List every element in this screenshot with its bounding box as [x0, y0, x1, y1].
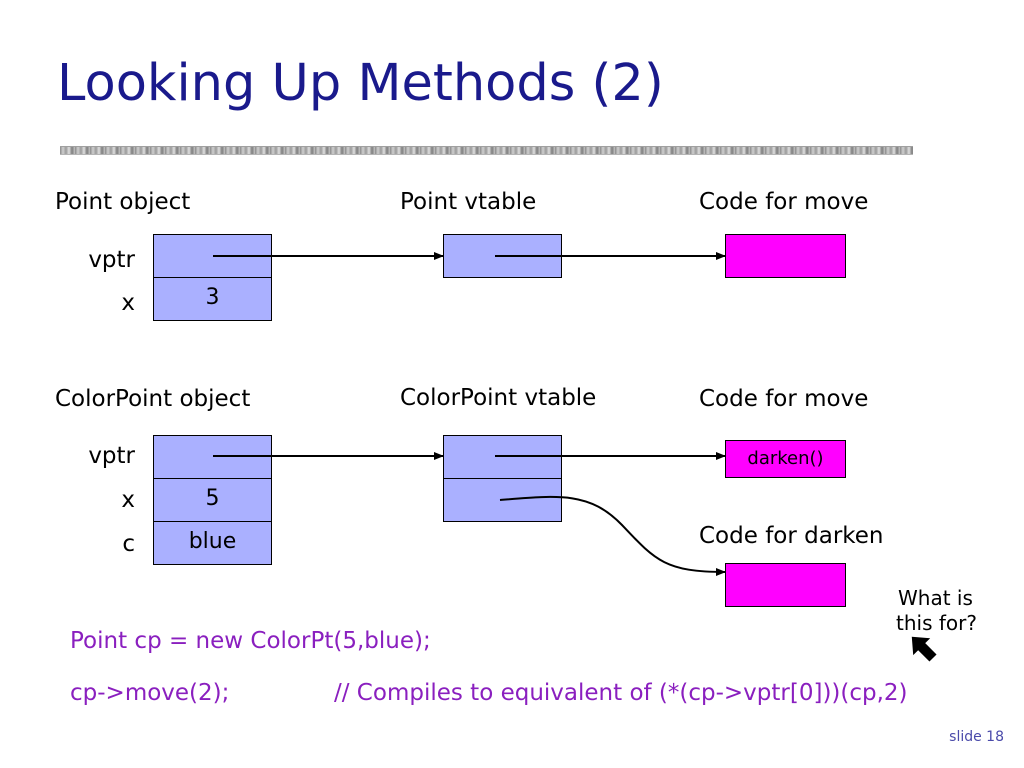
- colorpoint-c-label: c: [122, 531, 135, 557]
- title-divider: [60, 146, 913, 155]
- callout-arrow-icon: [911, 636, 937, 662]
- code-line-2-comment: // Compiles to equivalent of (*(cp->vptr…: [334, 680, 908, 706]
- colorpoint-vptr-label: vptr: [88, 443, 135, 469]
- code-for-move-label-2: Code for move: [699, 386, 869, 412]
- page-title: Looking Up Methods (2): [57, 54, 664, 113]
- callout-note-line-1: What is: [898, 586, 973, 610]
- point-x-cell: 3: [153, 277, 272, 321]
- code-line-2: cp->move(2);: [70, 680, 230, 706]
- point-x-label: x: [121, 290, 135, 316]
- colorpoint-move-code-box: darken(): [725, 440, 846, 478]
- colorpoint-x-label: x: [121, 487, 135, 513]
- colorpoint-object-label: ColorPoint object: [55, 386, 251, 412]
- code-for-move-label: Code for move: [699, 189, 869, 215]
- point-vptr-label: vptr: [88, 247, 135, 273]
- code-line-1: Point cp = new ColorPt(5,blue);: [70, 628, 431, 654]
- point-vtable-label: Point vtable: [400, 189, 537, 215]
- slide-number: slide 18: [949, 729, 1004, 745]
- colorpoint-c-cell: blue: [153, 521, 272, 565]
- colorpoint-vtable-darken-arrow: [499, 495, 726, 576]
- point-move-code-box: [725, 234, 846, 278]
- point-object-label: Point object: [55, 189, 191, 215]
- darken-code-box: [725, 563, 846, 607]
- colorpoint-vtable-label: ColorPoint vtable: [400, 385, 597, 411]
- code-for-darken-label: Code for darken: [699, 523, 884, 549]
- callout-note-line-2: this for?: [896, 611, 977, 635]
